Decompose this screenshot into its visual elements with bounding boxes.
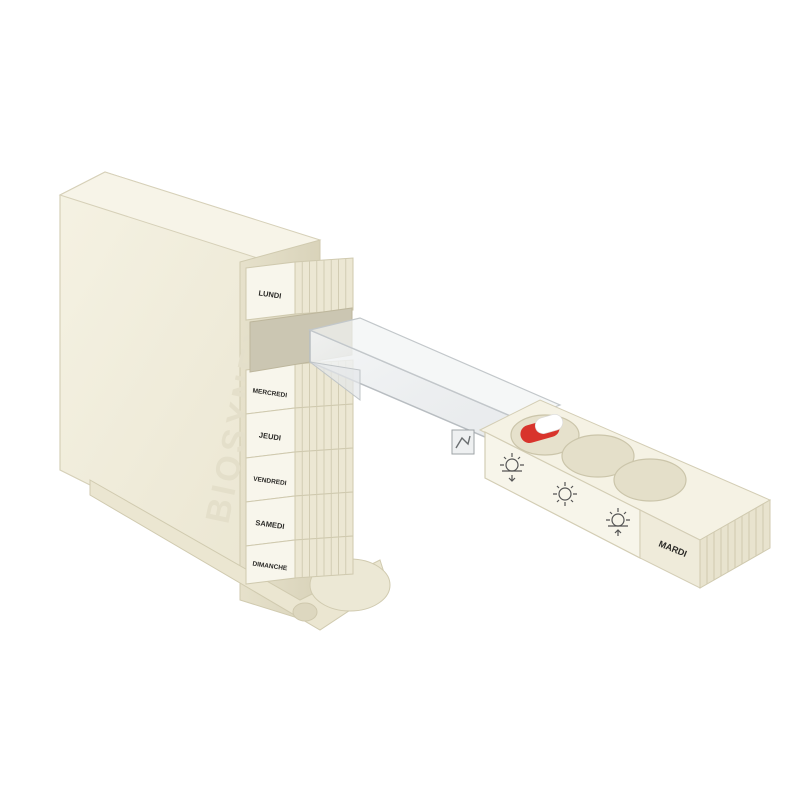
capsule-pill <box>520 414 564 444</box>
drawer-label-lundi: LUNDI <box>258 288 282 300</box>
open-hand-icon <box>455 435 471 449</box>
sunrise-icon <box>500 453 524 482</box>
drawer-dimanche[interactable]: DIMANCHE <box>245 535 354 585</box>
sun-icon <box>553 482 577 506</box>
compartment-evening[interactable] <box>613 458 687 502</box>
drawer-samedi[interactable]: SAMEDI <box>245 491 354 547</box>
drawer-label-dimanche: DIMANCHE <box>252 561 288 573</box>
drawer-label-jeudi: JEUDI <box>258 431 281 443</box>
compartment-morning[interactable] <box>510 412 580 456</box>
drawer-label-vendredi: VENDREDI <box>253 476 287 488</box>
drawer-stack: LUNDI MERCREDI JEUDI VENDREDI SAMEDI DIMANCHE <box>245 257 354 585</box>
drawer-jeudi[interactable]: JEUDI <box>245 403 354 459</box>
compartment-midday[interactable] <box>561 434 635 478</box>
transparent-lid[interactable] <box>308 317 562 455</box>
drawer-grip-ribs <box>706 504 764 584</box>
drawer-label-samedi: SAMEDI <box>255 518 285 531</box>
drawer-label-mercredi: MERCREDI <box>252 388 287 400</box>
drawer-lundi[interactable]: LUNDI <box>245 257 354 321</box>
sunset-icon <box>606 508 630 536</box>
drawer-mardi[interactable]: MARDI <box>478 399 772 589</box>
drawer-vendredi[interactable]: VENDREDI <box>245 447 354 503</box>
